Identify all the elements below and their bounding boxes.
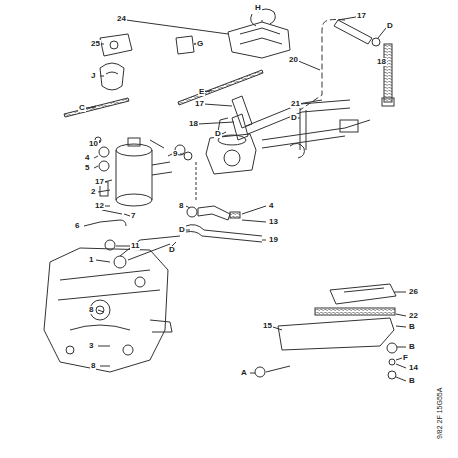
callout-number: 10 xyxy=(88,140,99,148)
callout-number: 8 xyxy=(88,306,94,314)
callout-number: E xyxy=(198,88,205,96)
callout-number: 8 xyxy=(178,202,184,210)
callout-number: B xyxy=(408,343,416,351)
callout-number: 3 xyxy=(88,342,94,350)
callout-number: 13 xyxy=(268,218,279,226)
callout-number: 11 xyxy=(130,242,140,250)
callout-number: 9 xyxy=(172,150,178,158)
callout-number: A xyxy=(240,369,248,377)
callout-number: 18 xyxy=(376,58,387,66)
callout-number: D xyxy=(214,130,222,138)
callout-number: 4 xyxy=(84,154,90,162)
callout-number: 20 xyxy=(288,56,299,64)
callout-number: B xyxy=(408,377,416,385)
reference-code: 9/82 2F 15G55A xyxy=(436,387,443,440)
callout-number: 2 xyxy=(90,188,96,196)
callout-number: 25 xyxy=(90,40,101,48)
callout-number: 5 xyxy=(84,164,90,172)
callout-number: B xyxy=(408,323,416,331)
callout-number: C xyxy=(78,104,86,112)
callout-number: 4 xyxy=(268,202,274,210)
callout-number: D xyxy=(290,114,298,122)
callout-number: 6 xyxy=(74,222,80,230)
callout-number: 12 xyxy=(94,202,105,210)
callout-number: 17 xyxy=(194,100,205,108)
callout-number: 15 xyxy=(262,322,273,330)
callout-number: 26 xyxy=(408,288,419,296)
callout-number: 17 xyxy=(356,12,367,20)
callout-number: F xyxy=(402,354,409,362)
callout-number: 7 xyxy=(130,212,136,220)
callout-number: 18 xyxy=(188,120,199,128)
callout-number: 21 xyxy=(290,100,301,108)
callout-number: 17 xyxy=(94,178,105,186)
callout-number: G xyxy=(196,40,204,48)
callout-number: 1 xyxy=(88,256,94,264)
callout-number: D xyxy=(168,246,176,254)
callout-number: 8 xyxy=(90,362,96,370)
callout-number: 14 xyxy=(408,364,419,372)
callout-number: D xyxy=(386,22,394,30)
callout-number: D xyxy=(178,226,186,234)
callout-number: 19 xyxy=(268,236,279,244)
callout-number: 22 xyxy=(408,312,419,320)
callout-number: 24 xyxy=(116,15,127,23)
callout-number: H xyxy=(254,4,262,12)
callout-number: J xyxy=(90,72,96,80)
